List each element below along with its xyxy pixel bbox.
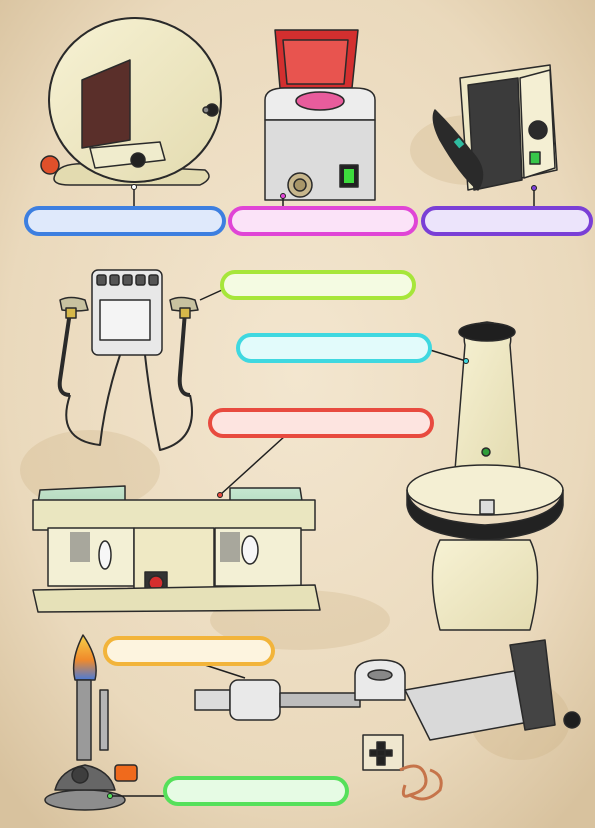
label-box-bunsen-burner[interactable] [163,776,349,806]
label-box-spring-press[interactable] [103,636,275,666]
label-box-ultrasonic-cleaner[interactable] [228,206,418,236]
polishing-lathe-icon [33,486,320,612]
label-box-vibrator[interactable] [236,333,432,363]
label-box-micromotor[interactable] [421,206,593,236]
label-box-polishing-lathe[interactable] [208,408,434,438]
label-box-casting-machine[interactable] [24,206,226,236]
label-box-electric-waxer[interactable] [220,270,416,300]
